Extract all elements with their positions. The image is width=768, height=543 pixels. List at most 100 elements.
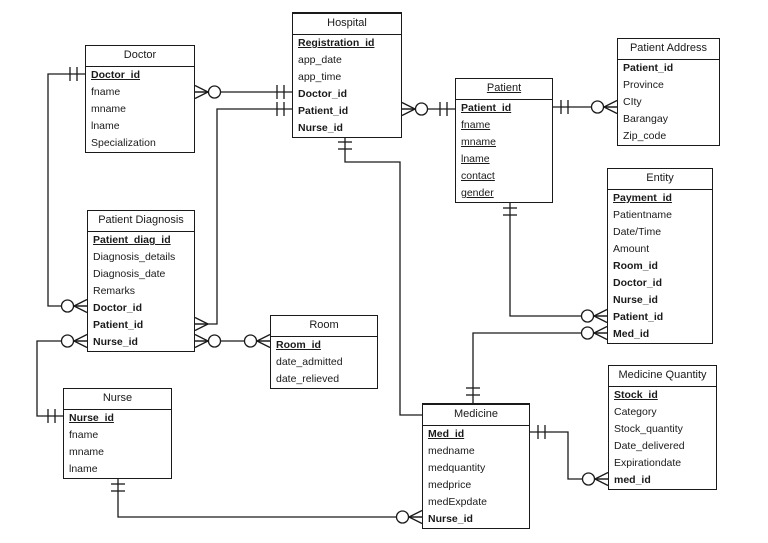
entity-title: Hospital (293, 14, 401, 35)
connector-nurse-medicine[interactable] (111, 476, 423, 525)
cardinality-symbol (73, 298, 88, 307)
entity-field: Room_id (276, 339, 321, 351)
connector-line (344, 134, 422, 416)
entity-field: fname (461, 119, 491, 131)
cardinality-symbol (594, 471, 609, 480)
connector-doctor-patient-diagnosis[interactable] (47, 67, 88, 314)
entity-title: Entity (608, 169, 712, 190)
cardinality-symbol (593, 308, 608, 317)
connector-patient-entity[interactable] (503, 200, 608, 324)
entity-field: fname (91, 86, 121, 98)
entity-field: medname (428, 445, 475, 457)
entity-field: Nurse_id (69, 412, 114, 424)
entity-field: CIty (623, 96, 642, 108)
cardinality-symbol (593, 325, 608, 334)
entity-title: Room (271, 316, 377, 337)
entity-field: Expirationdate (614, 457, 682, 469)
entity-field: Remarks (93, 285, 136, 297)
zero-cardinality-circle (590, 100, 605, 114)
entity-field: Doctor_id (91, 69, 141, 81)
entity-title: Patient Diagnosis (88, 211, 194, 232)
zero-cardinality-circle (580, 326, 595, 340)
cardinality-symbol (593, 315, 608, 324)
entity-field: Room_id (613, 260, 658, 272)
entity-field: Barangay (623, 113, 668, 125)
connector-patient-patient-address[interactable] (553, 99, 618, 115)
cardinality-symbol (73, 333, 88, 342)
connector-medicine-medicine-quantity[interactable] (530, 425, 609, 487)
entity-field: app_date (298, 54, 342, 66)
cardinality-symbol (194, 91, 209, 100)
connector-patient-diagnosis-room[interactable] (194, 333, 271, 349)
entity-field: Category (614, 406, 657, 418)
cardinality-symbol (603, 99, 618, 108)
entity-field: Patient_id (461, 102, 512, 114)
connector-hospital-patient[interactable] (401, 101, 455, 117)
entity-field: Med_id (428, 428, 465, 440)
entity-title: Patient (456, 79, 552, 100)
zero-cardinality-circle (414, 102, 429, 116)
cardinality-symbol (194, 323, 209, 332)
entity-field: lname (91, 120, 120, 132)
connector-medicine-entity[interactable] (466, 325, 608, 404)
entity-field: Diagnosis_details (93, 251, 176, 263)
entity-field: Patientname (613, 209, 672, 221)
connector-line (117, 476, 422, 518)
entity-field: Stock_quantity (614, 423, 683, 435)
connector-hospital-patient-diagnosis[interactable] (194, 102, 292, 332)
connector-doctor-hospital[interactable] (194, 84, 292, 100)
entity-title: Doctor (86, 46, 194, 67)
entity-field: medprice (428, 479, 472, 491)
entity-title: Medicine Quantity (609, 366, 716, 387)
entity-field: medquantity (428, 462, 486, 474)
entity-field: Diagnosis_date (93, 268, 166, 280)
connector-hospital-medicine[interactable] (338, 134, 422, 416)
zero-cardinality-circle (580, 309, 595, 323)
connector-nurse-patient-diagnosis[interactable] (36, 333, 88, 424)
entity-field: Province (623, 79, 664, 91)
entity-field: mname (461, 136, 497, 148)
entity-field: fname (69, 429, 99, 441)
entity-field: mname (69, 446, 105, 458)
entity-field: Nurse_id (93, 336, 138, 348)
entity-field: Date_delivered (614, 440, 685, 452)
entity-field: Payment_id (613, 192, 672, 204)
entity-field: Zip_code (623, 130, 667, 142)
entity-field: Stock_id (614, 389, 658, 401)
zero-cardinality-circle (581, 472, 596, 486)
cardinality-symbol (594, 478, 609, 487)
entity-field: contact (461, 170, 495, 182)
entity-field: lname (461, 153, 490, 165)
entity-field: Patient_id (623, 62, 674, 74)
entity-field: Patient_id (93, 319, 144, 331)
entity-title: Nurse (64, 389, 171, 410)
cardinality-symbol (593, 332, 608, 341)
entity-field: Nurse_id (298, 122, 343, 134)
entity-field: medExpdate (428, 496, 487, 508)
entity-title: Patient Address (618, 39, 719, 60)
entity-field: Doctor_id (93, 302, 143, 314)
entity-field: Amount (613, 243, 650, 255)
cardinality-symbol (194, 84, 209, 93)
entity-field: Nurse_id (428, 513, 473, 525)
cardinality-symbol (408, 516, 423, 525)
cardinality-symbol (603, 106, 618, 115)
cardinality-symbol (401, 101, 416, 110)
cardinality-symbol (401, 108, 416, 117)
cardinality-symbol (256, 333, 271, 342)
connector-line (509, 200, 607, 317)
zero-cardinality-circle (60, 299, 75, 313)
entity-field: Registration_id (298, 37, 375, 49)
